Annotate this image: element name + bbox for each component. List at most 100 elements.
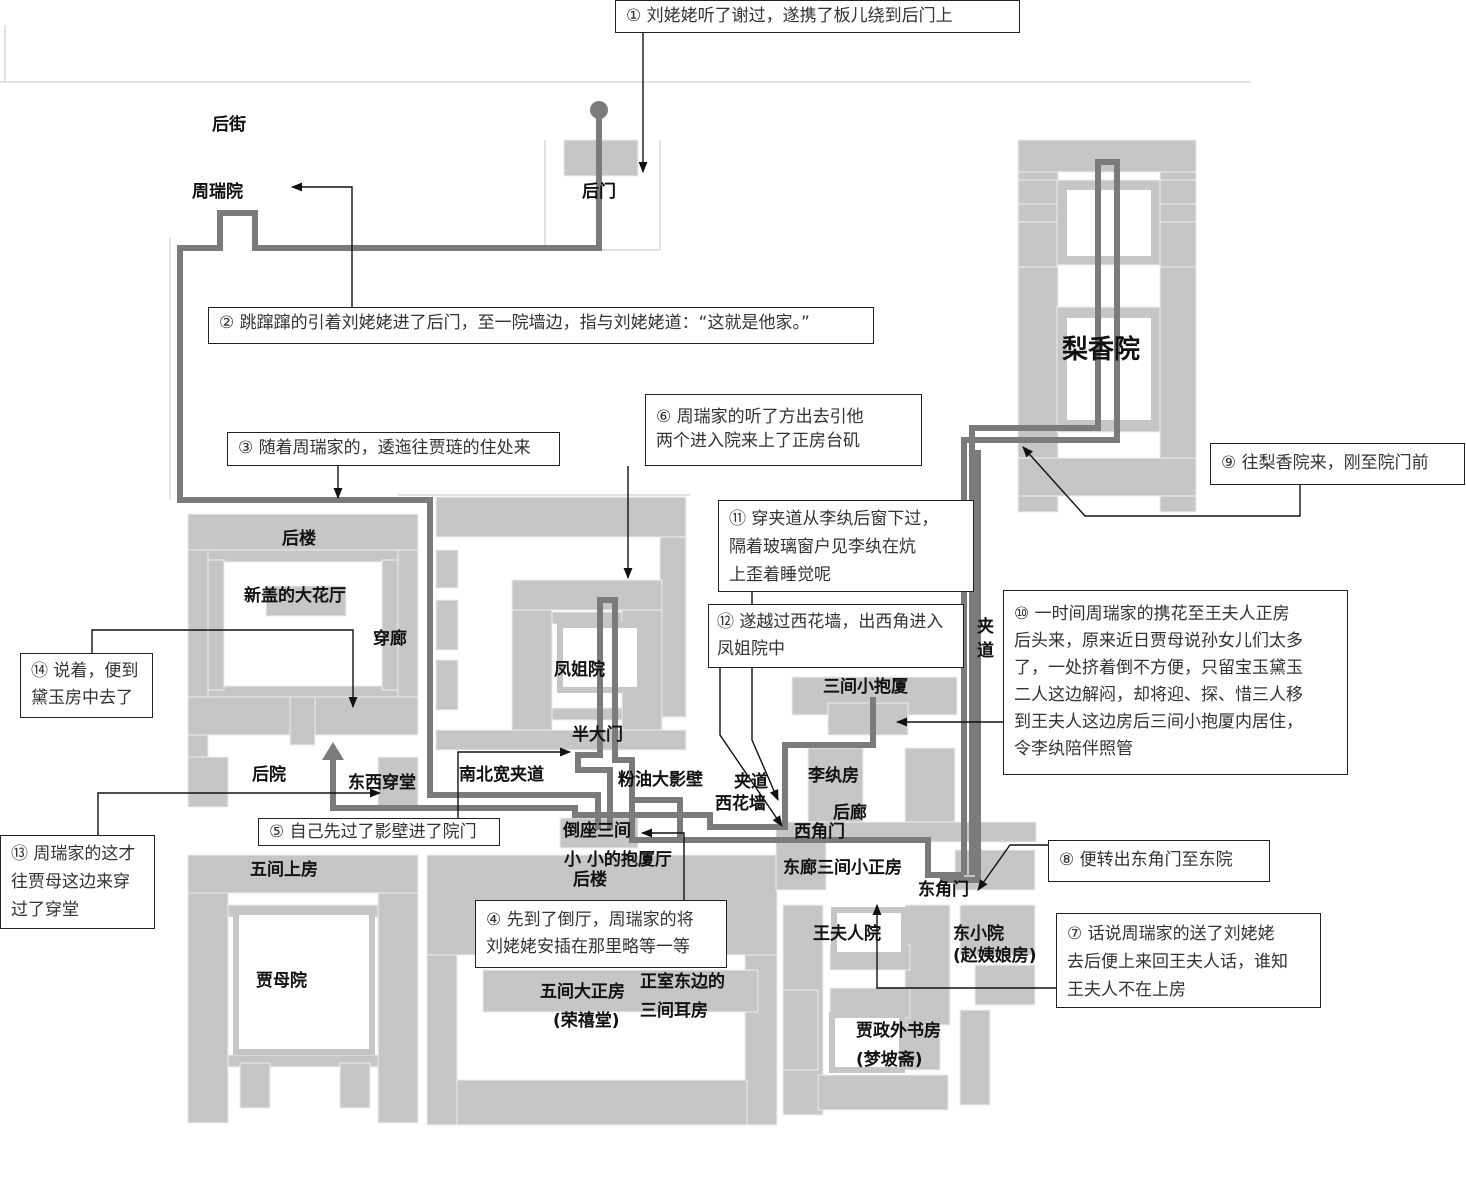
label-xijiaomen: 西角门	[794, 822, 845, 842]
callout-6: ⑥ 周瑞家的听了方出去引他两个进入院来上了正房台矶	[645, 394, 922, 466]
callout-line: 二人这边解闷，却将迎、探、惜三人移	[1014, 685, 1303, 705]
label-jiamuyuan: 贾母院	[256, 971, 307, 991]
building	[187, 892, 229, 1124]
callout-7: ⑦ 话说周瑞家的送了刘姥姥去后便上来回王夫人话，谁知王夫人不在上房	[1056, 913, 1321, 1008]
callout-line: ① 刘姥姥听了谢过，遂携了板儿绕到后门上	[626, 6, 953, 26]
label-xihuaqiang: 西花墙	[715, 794, 766, 814]
callout-line: ⑦ 话说周瑞家的送了刘姥姥	[1067, 924, 1275, 944]
label-zhaoyiniang: (赵姨娘房)	[953, 946, 1037, 966]
building	[435, 659, 459, 711]
callout-line: 黛玉房中去了	[31, 688, 133, 708]
label-daozuo: 倒座三间	[563, 821, 631, 841]
label-wujianzhengfang: 五间大正房	[540, 982, 625, 1002]
leader-arrow	[457, 747, 572, 818]
building	[187, 756, 229, 808]
leader-arrow	[1022, 446, 1301, 517]
callout-line: 刘姥姥安插在那里略等一等	[486, 937, 690, 957]
building	[339, 1062, 371, 1109]
building	[381, 559, 399, 691]
courtyard	[831, 907, 907, 958]
courtyard	[829, 1012, 905, 1073]
callout-11: ⑪ 穿夹道从李纨后窗下过，隔着玻璃窗户见李纨在炕上歪着睡觉呢	[718, 500, 974, 592]
callout-line: 了，一处挤着倒不方便，只留宝玉黛玉	[1014, 658, 1303, 678]
callout-line: ⑫ 遂越过西花墙，出西角进入	[717, 612, 944, 632]
callout-line: 上歪着睡觉呢	[729, 565, 831, 585]
callout-line: ⑤ 自己先过了影壁进了院门	[269, 822, 477, 842]
building	[207, 549, 399, 563]
callout-line: 王夫人不在上房	[1067, 980, 1186, 1000]
label-sanjianbaosha: 三间小抱厦	[823, 677, 908, 697]
label-jiadao-west: 夹道	[734, 772, 768, 792]
building	[1017, 139, 1197, 173]
building	[435, 729, 687, 751]
callout-line: ② 跳蹿蹿的引着刘姥姥进了后门，至一院墙边，指与刘姥姥道：“这就是他家。”	[219, 313, 810, 333]
building	[1017, 457, 1197, 497]
route-path	[961, 159, 1120, 875]
label-houjie: 后街	[212, 115, 246, 135]
building	[377, 892, 419, 1124]
label-baoshating: 小 小的抱厦厅	[564, 850, 672, 870]
callout-2: ② 跳蹿蹿的引着刘姥姥进了后门，至一院墙边，指与刘姥姥道：“这就是他家。”	[208, 307, 874, 344]
callout-line: ⑩ 一时间周瑞家的携花至王夫人正房	[1014, 604, 1290, 624]
route-path	[575, 597, 964, 878]
building	[207, 559, 225, 691]
callout-line: 后头来，原来近日贾母说孙女儿们太多	[1014, 631, 1303, 651]
callout-5: ⑤ 自己先过了影壁进了院门	[258, 818, 500, 846]
label-zhengshi: 正室东边的	[640, 972, 725, 992]
building	[426, 954, 458, 1126]
building	[959, 904, 1036, 956]
building	[456, 1079, 748, 1126]
building	[817, 1074, 949, 1111]
callout-3: ③ 随着周瑞家的，逶迤往贾琏的住处来	[227, 432, 560, 466]
callout-line: 隔着玻璃窗户见李纨在炕	[729, 537, 916, 557]
callout-line: 往贾母这边来穿	[11, 872, 130, 892]
label-fengjieyuan: 凤姐院	[554, 660, 605, 680]
label-houlang: 后廊	[833, 803, 867, 823]
building	[511, 579, 663, 611]
label-wujianshangfang: 五间上房	[250, 860, 318, 880]
route-path	[632, 797, 683, 840]
callout-8: ⑧ 便转出东角门至东院	[1048, 840, 1270, 882]
label-zhouruiyuan: 周瑞院	[192, 182, 243, 202]
building	[207, 685, 399, 699]
callout-14: ⑭ 说着，便到黛玉房中去了	[20, 653, 153, 718]
building	[435, 496, 687, 538]
building	[904, 747, 956, 829]
label-houyuan: 后院	[252, 765, 286, 785]
label-houlou: 后楼	[282, 529, 316, 549]
building	[187, 513, 419, 551]
label-rongxitang: (荣禧堂)	[553, 1011, 620, 1031]
building	[435, 599, 459, 651]
callout-4: ④ 先到了倒厅，周瑞家的将刘姥姥安插在那里略等一等	[475, 900, 727, 968]
building	[807, 747, 864, 829]
label-bandamen: 半大门	[572, 725, 623, 745]
courtyard	[233, 909, 375, 1055]
callout-10: ⑩ 一时间周瑞家的携花至王夫人正房后头来，原来近日贾母说孙女儿们太多了，一处挤着…	[1003, 590, 1348, 775]
building	[954, 849, 1036, 891]
callout-line: 过了穿堂	[11, 900, 79, 920]
building	[782, 989, 819, 1071]
label-lixiangyuan: 梨香院	[1062, 335, 1141, 365]
label-liwanfang: 李纨房	[808, 766, 859, 786]
building	[187, 854, 419, 894]
callout-line: ⑬ 周瑞家的这才	[11, 844, 136, 864]
callout-line: ⑨ 往梨香院来，刚至院门前	[1221, 453, 1429, 473]
label-dongjiaomen: 东角门	[918, 880, 969, 900]
label-jiadao-east: 夹道	[977, 617, 994, 661]
building	[482, 969, 759, 1013]
building	[397, 549, 419, 701]
building	[1017, 221, 1059, 268]
route-arrowhead	[322, 742, 344, 760]
label-fenyouyingbi: 粉油大影壁	[618, 770, 703, 790]
label-chuanlang: 穿廊	[373, 629, 407, 649]
building	[659, 536, 687, 718]
callout-line: ④ 先到了倒厅，周瑞家的将	[486, 910, 694, 930]
callout-1: ① 刘姥姥听了谢过，遂携了板儿绕到后门上	[615, 0, 1020, 33]
callout-13: ⑬ 周瑞家的这才往贾母这边来穿过了穿堂	[0, 835, 155, 929]
route-start-dot	[590, 101, 608, 119]
label-wangfurenyuan: 王夫人院	[813, 924, 881, 944]
building	[289, 696, 316, 746]
label-mengpozhai: (梦坡斋)	[856, 1050, 923, 1070]
